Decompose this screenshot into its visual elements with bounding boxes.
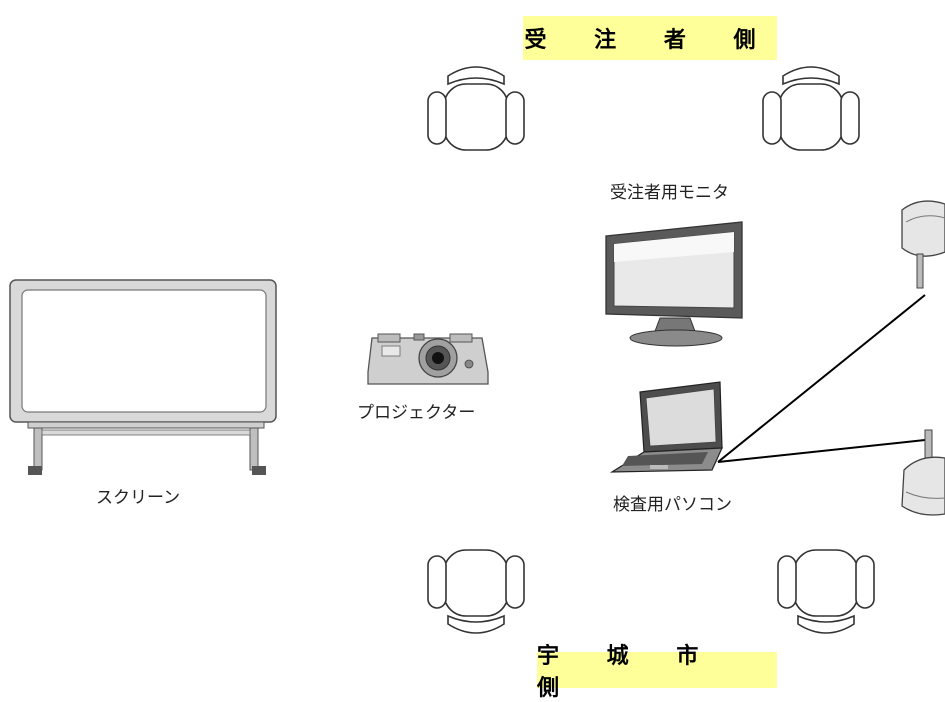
monitor-icon	[605, 221, 743, 347]
projector-label: プロジェクター	[357, 403, 476, 423]
cable-lines	[717, 294, 926, 463]
camera-device-bottom	[901, 429, 945, 516]
projection-screen	[9, 279, 277, 475]
chair-bottom-right	[777, 549, 875, 634]
camera-device-top	[901, 200, 945, 289]
laptop-icon	[609, 381, 723, 473]
monitor-label: 受注者用モニタ	[610, 183, 729, 203]
laptop-label: 検査用パソコン	[613, 495, 732, 515]
top-side-banner-text: 受 注 者 側	[524, 28, 776, 53]
top-side-banner: 受 注 者 側	[523, 16, 777, 60]
chair-bottom-left	[427, 549, 525, 634]
chair-top-right	[762, 66, 860, 151]
chair-top-left	[427, 66, 525, 151]
projector-icon	[367, 333, 489, 385]
screen-label: スクリーン	[96, 488, 181, 508]
